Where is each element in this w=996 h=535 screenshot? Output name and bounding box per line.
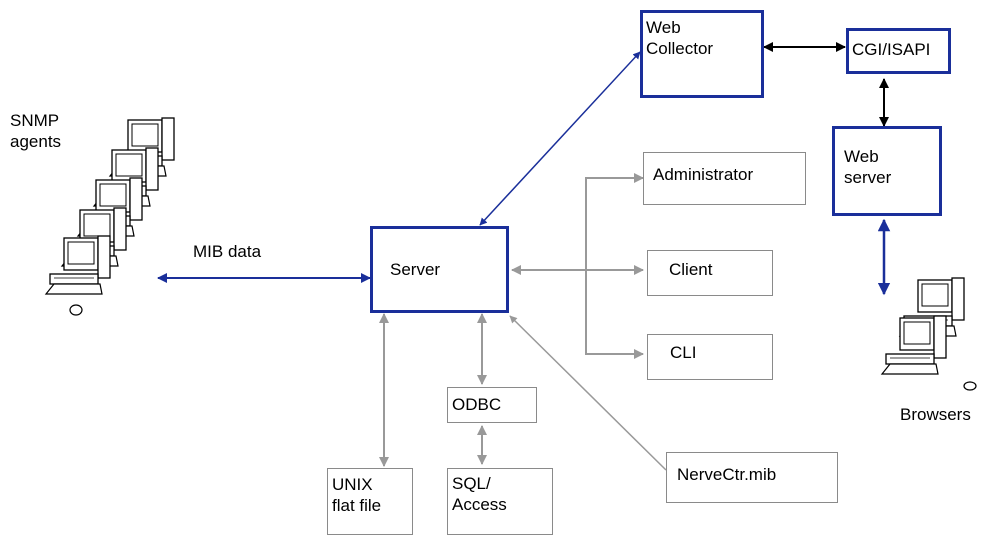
nervectr-server-connector — [509, 315, 667, 471]
admin-cli-bracket — [585, 177, 643, 355]
web-server-box: Web server — [832, 126, 942, 216]
web-collector-label: Web Collector — [646, 18, 714, 58]
snmp-agents-label: SNMP agents — [10, 111, 62, 151]
nervectr-mib-label: NerveCtr.mib — [677, 465, 777, 484]
web-server-label: Web server — [844, 147, 892, 187]
cgi-isapi-label: CGI/ISAPI — [852, 40, 931, 59]
sql-access-box: SQL/ Access — [447, 468, 553, 535]
odbc-label: ODBC — [452, 395, 502, 414]
sql-access-label: SQL/ Access — [452, 474, 507, 514]
unix-flat-file-label: UNIX flat file — [332, 475, 382, 515]
server-webcollector-connector — [479, 51, 641, 226]
cgi-isapi-box: CGI/ISAPI — [846, 28, 951, 74]
server-box: Server — [370, 226, 509, 313]
browsers-label: Browsers — [900, 405, 971, 424]
nervectr-mib-box: NerveCtr.mib — [666, 452, 838, 503]
client-label: Client — [669, 260, 713, 279]
web-collector-box: Web Collector — [640, 10, 764, 98]
server-label: Server — [390, 260, 441, 279]
administrator-label: Administrator — [653, 165, 754, 184]
odbc-box: ODBC — [447, 387, 537, 423]
client-box: Client — [647, 250, 773, 296]
unix-flat-file-box: UNIX flat file — [327, 468, 413, 535]
administrator-box: Administrator — [643, 152, 806, 205]
cli-box: CLI — [647, 334, 773, 380]
cli-label: CLI — [670, 343, 697, 362]
mib-data-label: MIB data — [193, 242, 262, 261]
